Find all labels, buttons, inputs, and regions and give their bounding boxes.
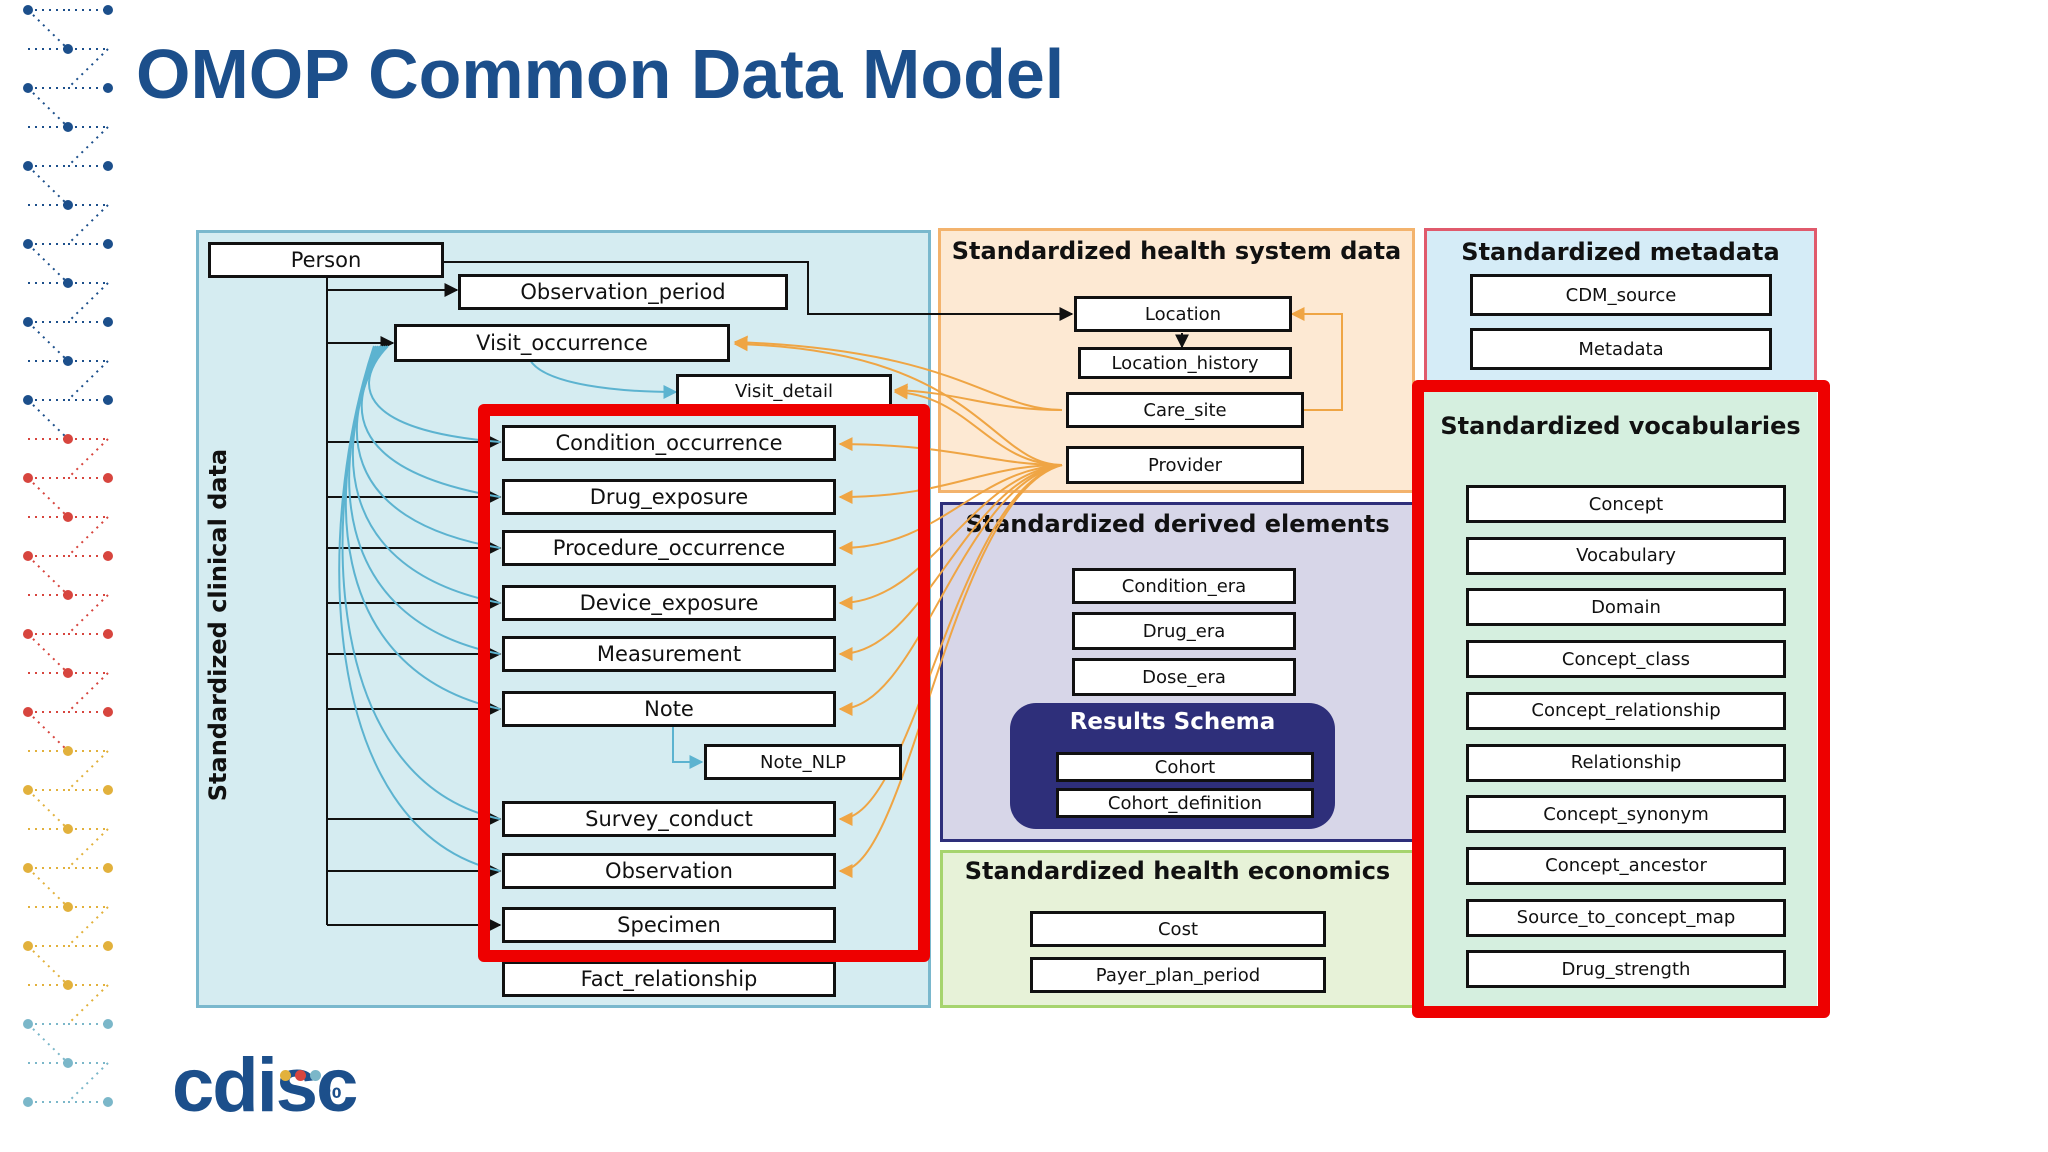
cohort-definition-box: Cohort_definition <box>1056 788 1314 818</box>
cdisc-logo-dots <box>280 1066 325 1085</box>
vocabulary-item: Concept_class <box>1466 640 1786 679</box>
cost-box: Cost <box>1030 911 1326 947</box>
cohort-box: Cohort <box>1056 752 1314 782</box>
clinical-data-label: Standardized clinical data <box>204 448 232 802</box>
measurement-box: Measurement <box>502 636 836 672</box>
slide-title: OMOP Common Data Model <box>136 35 1065 113</box>
health-economics-title: Standardized health economics <box>964 857 1391 885</box>
derived-elements-title: Standardized derived elements <box>965 510 1390 538</box>
vocabulary-item: Concept <box>1466 485 1786 523</box>
observation-box: Observation <box>502 853 836 889</box>
visit-detail-box: Visit_detail <box>676 374 892 408</box>
vocabulary-item: Relationship <box>1466 743 1786 782</box>
vocabulary-item: Drug_strength <box>1466 950 1786 989</box>
person-box: Person <box>208 242 444 278</box>
location-history-box: Location_history <box>1078 347 1292 379</box>
device-exposure-box: Device_exposure <box>502 585 836 621</box>
vocabulary-item: Concept_synonym <box>1466 795 1786 834</box>
decorative-dot-border <box>23 5 113 1107</box>
dose-era-box: Dose_era <box>1072 658 1296 696</box>
vocabulary-item: Vocabulary <box>1466 536 1786 575</box>
vocabulary-item: Source_to_concept_map <box>1466 898 1786 937</box>
drug-exposure-box: Drug_exposure <box>502 479 836 515</box>
vocabulary-item: Domain <box>1466 588 1786 627</box>
observation-period-box: Observation_period <box>458 274 788 310</box>
cdm-source-box: CDM_source <box>1470 274 1772 316</box>
location-box: Location <box>1074 296 1292 332</box>
condition-era-box: Condition_era <box>1072 568 1296 604</box>
specimen-box: Specimen <box>502 907 836 943</box>
procedure-occurrence-box: Procedure_occurrence <box>502 530 836 566</box>
logo-dot <box>310 1070 321 1081</box>
vocabulary-item: Concept_relationship <box>1466 691 1786 730</box>
metadata-box: Metadata <box>1470 328 1772 370</box>
logo-dot <box>280 1070 291 1081</box>
logo-dot <box>295 1070 306 1081</box>
vocabularies-title: Standardized vocabularies <box>1440 412 1801 440</box>
note-box: Note <box>502 691 836 727</box>
cdisc-logo-badge: 20 <box>322 1086 342 1102</box>
note-nlp-box: Note_NLP <box>704 744 902 780</box>
clinical-highlight-frame <box>478 404 930 962</box>
visit-occurrence-box: Visit_occurrence <box>394 324 730 362</box>
metadata-title: Standardized metadata <box>1461 238 1780 266</box>
payer-plan-period-box: Payer_plan_period <box>1030 957 1326 993</box>
drug-era-box: Drug_era <box>1072 612 1296 650</box>
vocabularies-highlight-frame <box>1412 380 1830 1018</box>
care-site-box: Care_site <box>1066 392 1304 428</box>
vocabulary-item: Concept_ancestor <box>1466 846 1786 885</box>
health-system-title: Standardized health system data <box>951 237 1402 265</box>
provider-box: Provider <box>1066 446 1304 484</box>
survey-conduct-box: Survey_conduct <box>502 801 836 837</box>
condition-occurrence-box: Condition_occurrence <box>502 425 836 461</box>
cdisc-logo: cdisc <box>172 1043 358 1128</box>
fact-relationship-box: Fact_relationship <box>502 961 836 997</box>
results-schema-title: Results Schema <box>1069 709 1276 735</box>
